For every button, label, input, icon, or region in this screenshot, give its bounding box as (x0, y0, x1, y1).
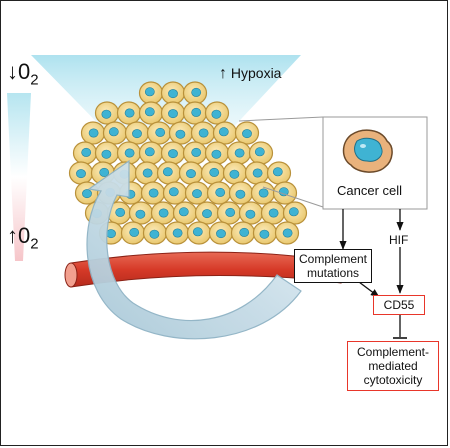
arrow-mutations-to-cd55 (358, 281, 380, 298)
tumor-cell (160, 141, 186, 165)
cancer-cell-label: Cancer cell (337, 183, 403, 198)
tumor-cell (168, 121, 194, 145)
tumor-cell (94, 101, 120, 125)
tumor-cell (206, 181, 232, 205)
tumor-cell (266, 161, 292, 185)
tumor-cell (128, 201, 154, 225)
tumor-cell (140, 181, 166, 205)
tumor-cell (204, 141, 230, 165)
low-oxygen-label: ↓02 (7, 59, 39, 89)
tumor-cell (134, 161, 160, 185)
tumor-cell (124, 121, 150, 145)
tumor-cell (260, 201, 286, 225)
curved-feedback-arrow (86, 159, 302, 340)
tumor-cell (162, 181, 188, 205)
tumor-cell (156, 161, 182, 185)
tumor-cell (250, 181, 276, 205)
complement-mediated-cytotoxicity-box: Complement- mediated cytotoxicity (347, 341, 439, 391)
tumor-cell (150, 201, 176, 225)
arrow-up-icon: ↑0 (7, 223, 31, 248)
tumor-cell (142, 221, 168, 245)
tumor-cell (182, 141, 208, 165)
blood-vessel (64, 251, 342, 288)
oxygen-gradient-bar (7, 93, 31, 261)
hif-label: HIF (389, 233, 409, 247)
tumor-cell (146, 121, 172, 145)
tumor-cell (102, 121, 128, 145)
tumor-cell (138, 141, 164, 165)
tumor-cell (190, 121, 216, 145)
tumor-cell (120, 221, 146, 245)
tumor-cell (244, 161, 270, 185)
tumor-cell (94, 141, 120, 165)
tumor-cell (160, 101, 186, 125)
tumor-cell (282, 201, 308, 225)
zoom-line-top (238, 116, 324, 122)
tumor-cell (208, 221, 234, 245)
tumor-cell (212, 121, 238, 145)
tumor-cell (226, 141, 252, 165)
tumor-cell (230, 221, 256, 245)
tumor-cell (248, 141, 274, 165)
tumor-cell (238, 201, 264, 225)
tumor-cell (138, 101, 164, 125)
tumor-cell (182, 81, 208, 105)
tumor-cell (222, 161, 248, 185)
tumor-cell (182, 101, 208, 125)
tumor-cell (194, 201, 220, 225)
tumor-cell (234, 121, 260, 145)
tumor-cell (184, 181, 210, 205)
tumor-cell (200, 161, 226, 185)
cancer-cell-illustration (342, 129, 393, 173)
tumor-cell (252, 221, 278, 245)
tumor-cell (160, 81, 186, 105)
complement-mutations-box: Complement mutations (294, 249, 372, 283)
inhibition-bar-icon (393, 314, 407, 339)
tumor-cell (178, 161, 204, 185)
tumor-cell (164, 221, 190, 245)
tumor-cell (272, 181, 298, 205)
cd55-box: CD55 (373, 295, 425, 315)
tumor-cell (72, 141, 98, 165)
tumor-cell (116, 101, 142, 125)
tumor-cell (186, 221, 212, 245)
tumor-cell (80, 121, 106, 145)
tumor-cell (274, 221, 300, 245)
arrow-up-icon: ↑ (219, 65, 227, 82)
tumor-cell (138, 81, 164, 105)
tumor-cell (172, 201, 198, 225)
high-oxygen-label: ↑02 (7, 223, 39, 253)
tumor-cell (204, 101, 230, 125)
tumor-cell (228, 181, 254, 205)
arrow-down-icon: ↓0 (7, 59, 31, 84)
tumor-cell (68, 161, 94, 185)
hypoxia-label: ↑ Hypoxia (219, 65, 282, 82)
zoom-line-bottom (262, 186, 324, 208)
tumor-cell (216, 201, 242, 225)
